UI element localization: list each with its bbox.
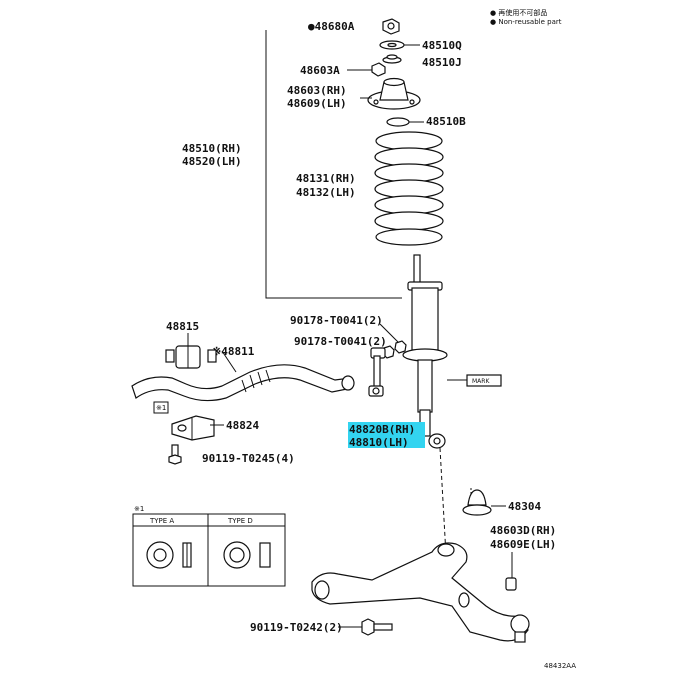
upper-support-icon [367,77,421,110]
label-48510: 48510(RH) [182,142,242,155]
assembly-bracket-line [265,30,402,299]
bracket-48824-icon [171,415,215,441]
bolt-90119-T0242-icon [361,618,393,636]
inset-ref: ※1 [134,505,144,513]
bushing-type-inset: ※1 TYPE A TYPE D [132,505,286,587]
label-48603A: 48603A [300,64,340,77]
label-48603D: 48603D(RH) [490,524,556,537]
bushing-type-a-icon [146,541,192,569]
lower-control-arm-icon [311,542,530,643]
label-90178-upper: 90178-T0041(2) [290,314,383,327]
label-48609: 48609(LH) [287,97,347,110]
label-90178-lower: 90178-T0041(2) [294,335,387,348]
stabilizer-bar-icon [131,364,355,402]
alignment-dashed-line [439,447,447,556]
stabilizer-link-icon [368,347,386,397]
bolt-90119-T0245-icon [168,444,182,465]
label-48131: 48131(RH) [296,172,356,185]
marker-ref-1: ※1 [156,404,166,412]
washer-48510Q-icon [379,40,405,50]
nut-90178-upper-icon [394,340,407,354]
label-48132: 48132(LH) [296,186,356,199]
nut-48603A-icon [371,62,386,77]
label-48510J: 48510J [422,56,462,69]
label-48510Q: 48510Q [422,39,462,52]
cushion-48510J-icon [382,54,402,64]
label-90119-T0242: 90119-T0242(2) [250,621,343,634]
insulator-48510B-icon [386,117,410,127]
legend: ● 再使用不可部品 ● Non-reusable part [490,8,562,26]
label-90119-T0245: 90119-T0245(4) [202,452,295,465]
nut-48680A-icon [382,18,400,35]
label-48810: 48810(LH) [349,436,409,449]
label-48520: 48520(LH) [182,155,242,168]
diagram-code: 48432AA [544,662,576,670]
label-48820: 48820B(RH) [349,423,415,436]
label-48304: 48304 [508,500,541,513]
bushing-type-d-icon [223,541,271,569]
label-48815: 48815 [166,320,199,333]
highlight-48820-48810 [348,422,425,448]
label-48609E: 48609E(LH) [490,538,556,551]
label-48510B: 48510B [426,115,466,128]
inset-type-a: TYPE A [149,517,174,525]
legend-line-1: ● 再使用不可部品 [490,8,547,17]
label-48824: 48824 [226,419,259,432]
bump-stopper-48304-icon [462,488,492,516]
label-48603: 48603(RH) [287,84,347,97]
inset-type-d: TYPE D [227,517,253,525]
shock-absorber-icon [402,254,448,449]
label-48811: ※48811 [212,345,255,358]
label-48680A: ●48680A [308,20,355,33]
coil-spring-icon [374,131,444,246]
nut-48603D-icon [505,577,517,591]
legend-line-2: ● Non-reusable part [490,18,562,26]
label-mark: MARK [472,378,490,385]
bushing-48815-icon [165,345,217,369]
